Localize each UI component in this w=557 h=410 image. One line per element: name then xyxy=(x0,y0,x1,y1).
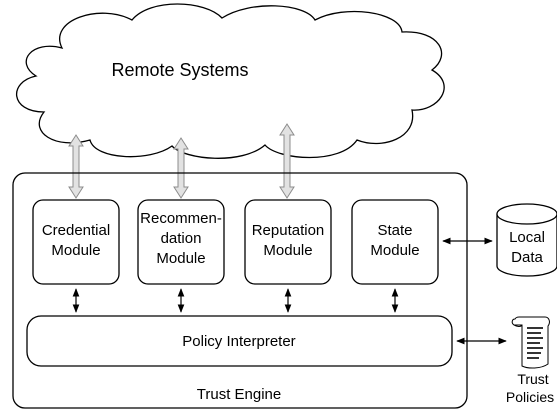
recommendation-module: Recommen- dation Module xyxy=(137,199,225,285)
reputation-module: Reputation Module xyxy=(244,199,332,285)
module-policy-arrows xyxy=(72,288,399,313)
cloud-label: Remote Systems xyxy=(111,60,248,80)
state-module-box xyxy=(351,199,439,285)
local-data-store: Local Data xyxy=(496,203,557,277)
reputation-module-label-line-2: Module xyxy=(263,242,312,259)
policy-interpreter: Policy Interpreter xyxy=(26,315,453,367)
recommendation-module-label-line-3: Module xyxy=(156,250,205,267)
trust-policies: Trust Policies xyxy=(506,316,554,405)
remote-credential-arrow xyxy=(68,134,84,199)
reputation-module-box xyxy=(244,199,332,285)
credential-module-label-line-1: Credential xyxy=(42,222,110,239)
local-data-label-line-2: Data xyxy=(511,249,543,266)
local-data-cylinder-icon xyxy=(496,214,557,277)
credential-module-label-line-2: Module xyxy=(51,242,100,259)
trust-engine-box xyxy=(12,172,468,409)
remote-systems-cloud: Remote Systems xyxy=(16,3,445,159)
cloud-shape xyxy=(16,3,445,159)
state-module: State Module xyxy=(351,199,439,285)
recommendation-module-label-line-1: Recommen- xyxy=(140,210,222,227)
state-module-label-line-2: Module xyxy=(370,242,419,259)
thick-arrows xyxy=(68,123,295,199)
credential-module: Credential Module xyxy=(32,199,120,285)
trust-policies-label-line-2: Policies xyxy=(506,389,554,405)
trust-policies-label-line-1: Trust xyxy=(517,371,548,387)
scroll-document-icon xyxy=(511,316,550,369)
recommendation-module-box xyxy=(137,199,225,285)
trust-engine-label: Trust Engine xyxy=(197,386,282,403)
state-module-label-line-1: State xyxy=(377,222,412,239)
policy-interpreter-label: Policy Interpreter xyxy=(182,333,295,350)
remote-reputation-arrow xyxy=(279,123,295,199)
reputation-module-label-line-1: Reputation xyxy=(252,222,325,239)
recommendation-module-label-line-2: dation xyxy=(161,230,202,247)
local-data-cylinder-top xyxy=(496,203,557,225)
credential-module-box xyxy=(32,199,120,285)
policy-interpreter-box xyxy=(26,315,453,367)
remote-recommendation-arrow xyxy=(173,137,189,199)
local-data-label-line-1: Local xyxy=(509,229,545,246)
